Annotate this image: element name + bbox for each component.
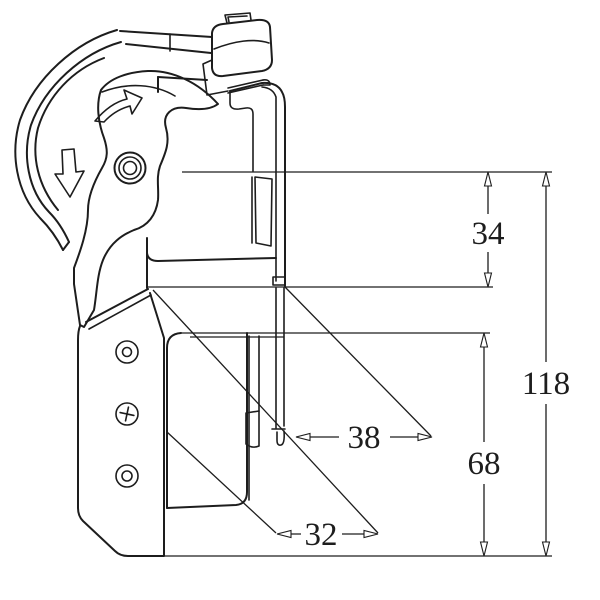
cam-disc xyxy=(14,29,122,251)
dimension-68: 68 xyxy=(468,332,501,557)
screw-hole-bottom xyxy=(115,464,139,488)
dim-68-label: 68 xyxy=(468,446,501,482)
upper-body xyxy=(146,176,285,289)
dim-118-label: 118 xyxy=(522,366,570,402)
screw-hole-middle xyxy=(115,402,139,426)
projection-lines xyxy=(152,286,432,534)
screw-hole-top xyxy=(115,340,139,364)
extension-lines xyxy=(128,171,552,557)
latch-head xyxy=(157,76,286,287)
dimension-32: 32 xyxy=(276,517,379,553)
dim-38-label: 38 xyxy=(348,420,381,456)
inner-slot xyxy=(166,332,248,509)
rotate-arrow-icon xyxy=(94,89,143,123)
top-bar xyxy=(119,30,213,54)
release-knob xyxy=(202,12,273,96)
dimension-34: 34 xyxy=(472,171,505,288)
cam-lever xyxy=(73,69,219,328)
mounting-plate xyxy=(77,288,165,557)
dimension-118: 118 xyxy=(522,171,570,557)
dim-32-label: 32 xyxy=(305,517,338,553)
down-arrow-icon xyxy=(54,148,85,198)
pivot-bolt xyxy=(113,151,147,185)
dimension-38: 38 xyxy=(295,420,433,456)
right-jaw-strip xyxy=(271,287,286,446)
dim-34-label: 34 xyxy=(472,216,505,252)
